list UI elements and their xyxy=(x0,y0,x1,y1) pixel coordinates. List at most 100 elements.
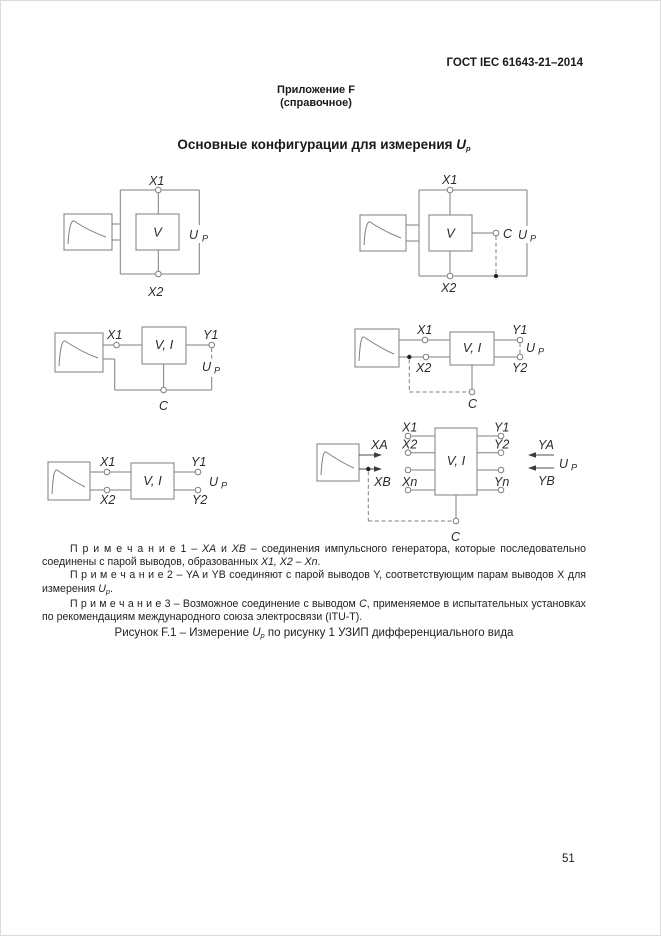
device-box-vi xyxy=(141,326,187,365)
terminal-label-x1: X1 xyxy=(416,323,432,337)
terminal-c xyxy=(492,229,500,237)
note-text: – соединения импульсного генератора, кот… xyxy=(42,543,586,569)
terminal-c xyxy=(160,386,167,394)
note-text: . xyxy=(110,582,113,595)
terminal-label-x2: X2 xyxy=(147,285,163,299)
up-label-subscript: P xyxy=(530,234,536,244)
terminal-xn xyxy=(404,486,412,494)
terminal-label-xn: Xn xyxy=(401,475,417,489)
up-label-subscript: P xyxy=(571,463,577,473)
terminal-label-y2: Y2 xyxy=(512,361,527,375)
terminal-label-c: C xyxy=(503,227,513,241)
terminal-label-y1: Y1 xyxy=(512,323,527,337)
terminal-label-y1: Y1 xyxy=(191,455,206,469)
impulse-waveform-icon xyxy=(363,221,402,246)
caption-text: по рисунку 1 УЗИП дифференциального вида xyxy=(264,627,514,639)
up-label-subscript: P xyxy=(221,481,227,491)
diagram-3-two-port-common-return: V, I X1 Y1 C U P xyxy=(54,326,220,413)
terminal-label-c: C xyxy=(451,530,461,544)
up-label-u: U xyxy=(518,228,528,242)
terminal-y1 xyxy=(208,341,215,349)
note-text: X1, X2 – Xn xyxy=(260,556,318,569)
note-1: П р и м е ч а н и е 1 – XA и XB – соедин… xyxy=(42,543,586,569)
terminal-label-c: C xyxy=(468,397,478,411)
terminal-c xyxy=(452,517,460,525)
terminal-c xyxy=(468,388,476,396)
device-label-vi: V, I xyxy=(463,340,482,355)
terminal-x1 xyxy=(404,432,412,440)
terminal-yn xyxy=(497,486,505,494)
xb-arrowhead-right-icon xyxy=(374,466,382,472)
doc-code: ГОСТ IEC 61643-21–2014 xyxy=(446,57,584,69)
device-box-vi xyxy=(130,462,175,500)
terminal-y2 xyxy=(497,449,505,457)
impulse-generator-box xyxy=(47,461,91,501)
terminal-label-x2: X2 xyxy=(401,438,417,452)
terminal-y3 xyxy=(497,466,505,474)
up-label-u: U xyxy=(526,341,536,355)
terminal-y2 xyxy=(516,353,524,361)
note-2: П р и м е ч а н и е 2 – YA и YB соединяю… xyxy=(42,569,586,597)
terminal-x1 xyxy=(103,468,111,476)
terminal-label-x1: X1 xyxy=(401,421,417,435)
terminal-label-y1: Y1 xyxy=(203,328,218,342)
junction-dot xyxy=(407,354,412,360)
up-label-u: U xyxy=(209,475,219,489)
terminal-x1 xyxy=(421,336,429,344)
caption-u-subscript: p xyxy=(260,631,265,640)
terminal-x2 xyxy=(155,270,162,278)
note-text: , применяемое в испытательных установках… xyxy=(42,597,586,624)
terminal-label-y2: Y2 xyxy=(494,438,509,452)
terminal-label-y1: Y1 xyxy=(494,421,509,435)
terminal-label-x1: X1 xyxy=(441,173,457,187)
diagram-2-voltage-loop-with-c: V X1 X2 C U P xyxy=(359,173,537,295)
impulse-generator-box xyxy=(354,328,400,368)
note-text: П р и м е ч а н и е 1 – xyxy=(70,543,202,555)
terminal-x2 xyxy=(446,272,454,280)
terminal-x2 xyxy=(422,353,430,361)
title-u-symbol: U xyxy=(456,137,467,152)
device-box-v xyxy=(135,213,180,251)
terminal-y1 xyxy=(194,468,202,476)
note-text: U xyxy=(98,582,106,595)
impulse-waveform-icon xyxy=(67,220,107,245)
title-text: Основные конфигурации для измерения xyxy=(177,137,457,152)
impulse-generator-box xyxy=(359,214,407,252)
appendix-heading: Приложение F (справочное) xyxy=(0,84,632,110)
terminal-label-x1: X1 xyxy=(148,174,164,188)
junction-dot xyxy=(493,273,499,279)
device-box-vi xyxy=(449,331,495,366)
note-text-subscript: p xyxy=(105,586,111,596)
terminal-label-x2: X2 xyxy=(415,361,431,375)
device-label-v: V xyxy=(446,226,456,241)
impulse-waveform-icon xyxy=(320,451,355,476)
terminal-y1 xyxy=(497,432,505,440)
impulse-waveform-icon xyxy=(51,469,86,495)
figure-caption: Рисунок F.1 – Измерение Up по рисунку 1 … xyxy=(0,627,628,640)
note-3: П р и м е ч а н и е 3 – Возможное соедин… xyxy=(42,598,586,624)
up-label-u: U xyxy=(559,457,569,471)
notes-block: П р и м е ч а н и е 1 – XA и XB – соедин… xyxy=(42,543,586,624)
page-title: Основные конфигурации для измерения Up xyxy=(0,137,648,153)
terminal-label-y2: Y2 xyxy=(192,493,207,507)
appendix-kind: (справочное) xyxy=(280,97,352,109)
label-backing xyxy=(187,225,210,243)
terminal-label-x1: X1 xyxy=(106,328,122,342)
label-backing xyxy=(516,226,537,243)
note-text: и xyxy=(216,543,232,555)
terminal-x2 xyxy=(103,486,111,494)
up-label-subscript: P xyxy=(538,347,544,357)
terminal-x1 xyxy=(446,186,454,194)
terminal-label-x1: X1 xyxy=(99,455,115,469)
yb-arrowhead-left-icon xyxy=(528,465,536,471)
terminal-label-yn: Yn xyxy=(494,475,509,489)
terminal-label-x2: X2 xyxy=(440,281,456,295)
impulse-generator-box xyxy=(316,443,360,482)
up-label-u: U xyxy=(189,228,199,242)
terminal-x1 xyxy=(113,341,120,349)
note-text: XB xyxy=(231,543,246,555)
terminal-x2 xyxy=(404,449,412,457)
measure-lead-label-yb: YB xyxy=(538,474,555,488)
impulse-generator-box xyxy=(54,332,104,373)
generator-lead-label-xb: XB xyxy=(373,475,391,489)
